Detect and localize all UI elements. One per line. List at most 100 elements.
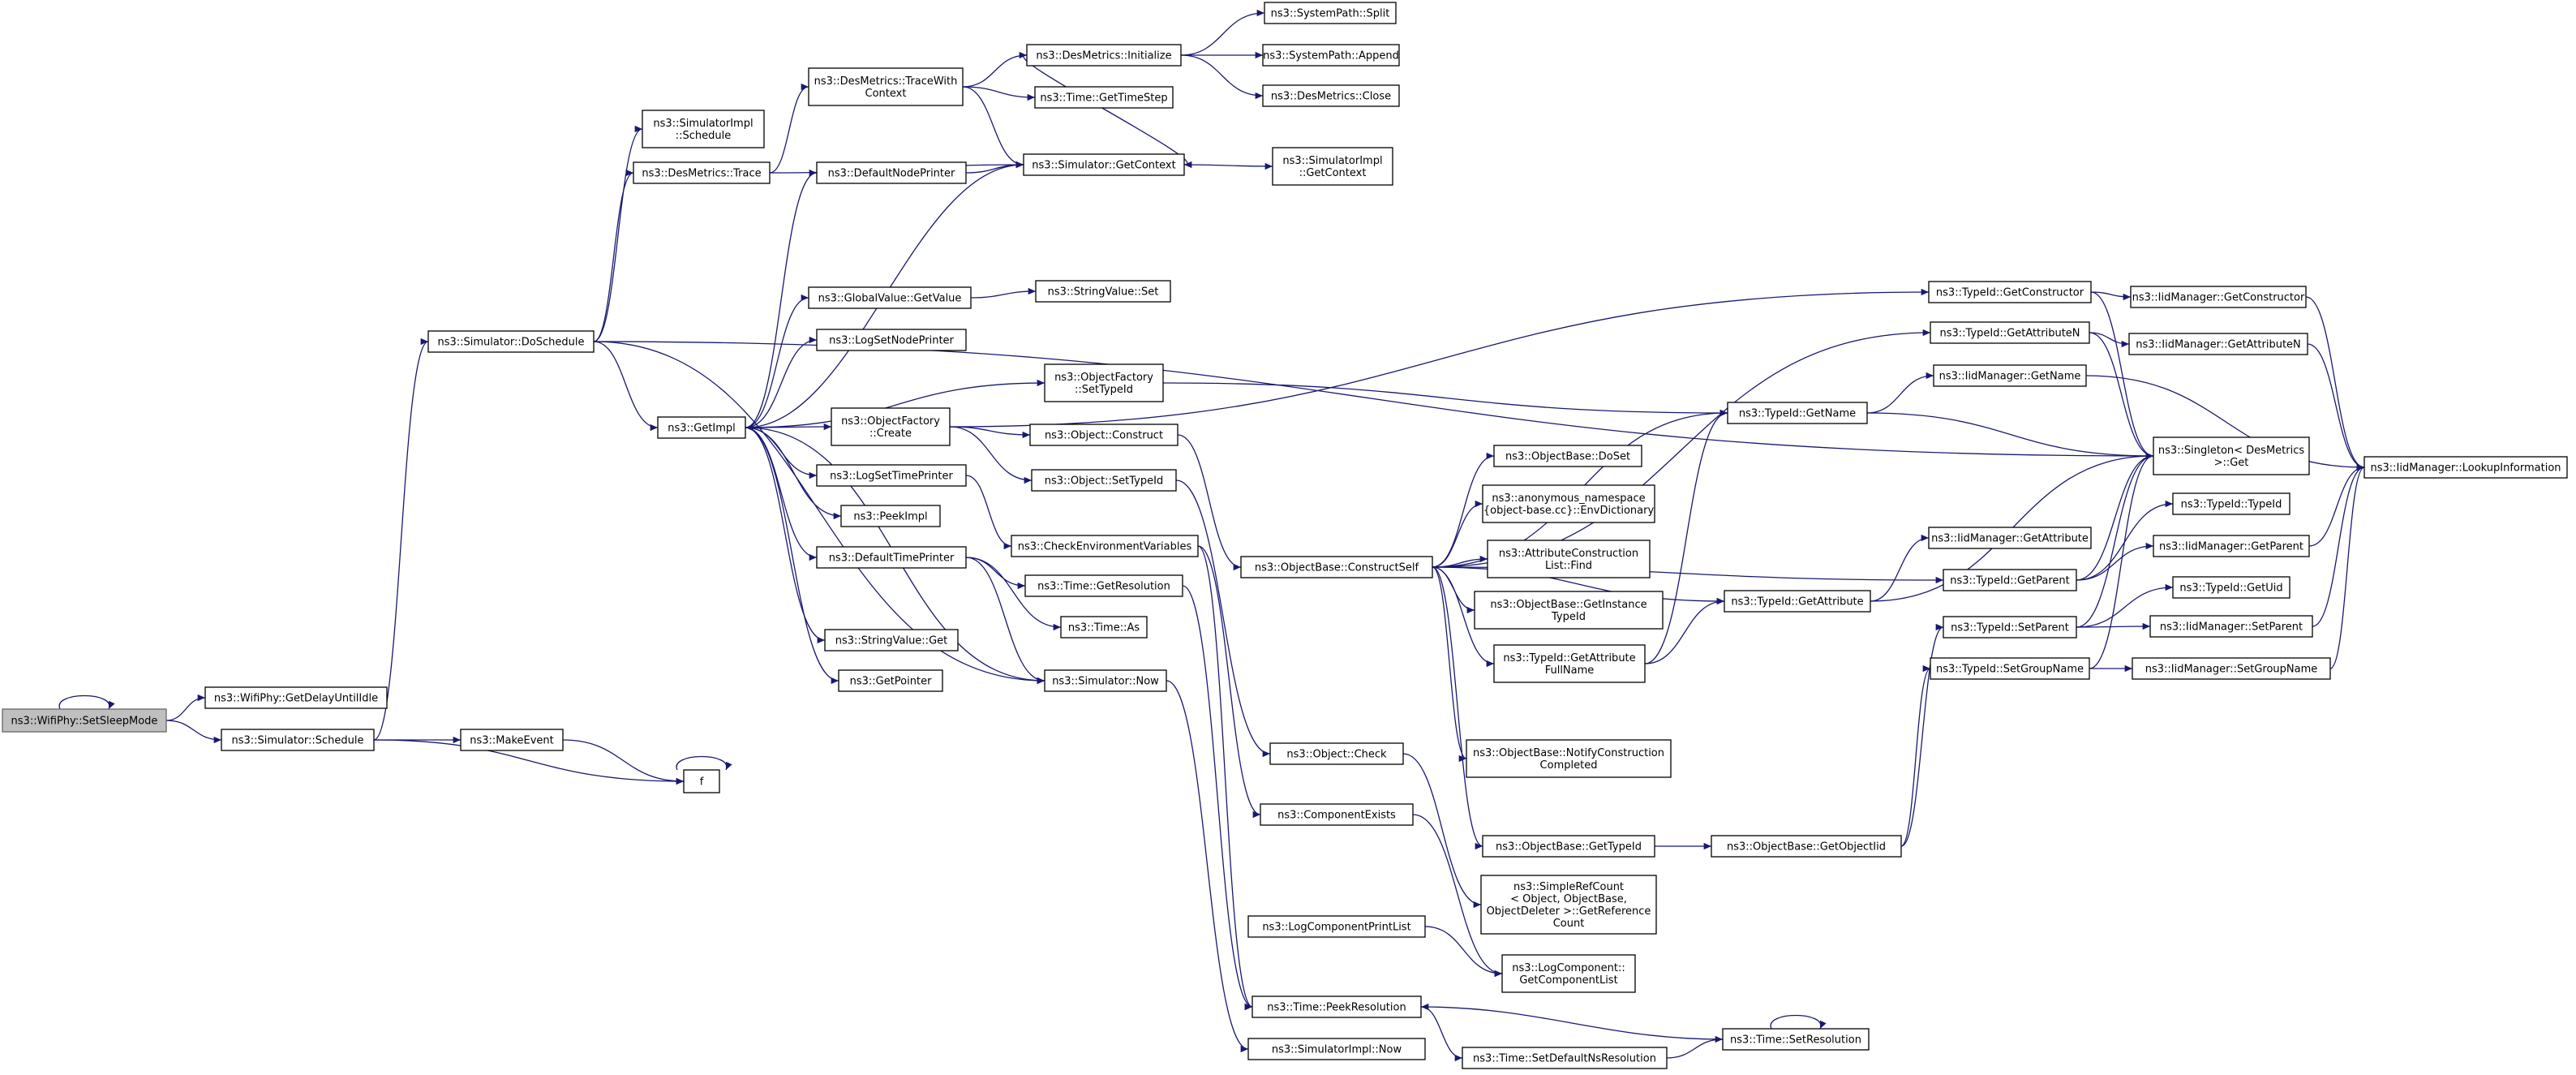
node-logsettime[interactable]: ns3::LogSetTimePrinter <box>816 464 967 487</box>
node-constructself[interactable]: ns3::ObjectBase::ConstructSelf <box>1240 556 1433 578</box>
node-simnow[interactable]: ns3::Simulator::Now <box>1044 669 1167 692</box>
node-box <box>1023 153 1185 176</box>
node-tidgetcons[interactable]: ns3::TypeId::GetConstructor <box>1928 281 2092 303</box>
node-desclose[interactable]: ns3::DesMetrics::Close <box>1262 84 1400 107</box>
node-iidgetparent[interactable]: ns3::IidManager::GetParent <box>2153 535 2310 557</box>
node-getimpl[interactable]: ns3::GetImpl <box>657 416 746 439</box>
node-obgettypeid[interactable]: ns3::ObjectBase::GetTypeId <box>1482 835 1655 858</box>
node-getpointer[interactable]: ns3::GetPointer <box>838 669 943 692</box>
node-desinit[interactable]: ns3::DesMetrics::Initialize <box>1026 44 1182 67</box>
node-label: ns3::Time::SetDefaultNsResolution <box>1473 1053 1656 1065</box>
node-singleton[interactable]: ns3::Singleton< DesMetrics >::Get <box>2153 436 2310 475</box>
node-label: ns3::TypeId::GetName <box>1739 408 1856 420</box>
node-logsetnode[interactable]: ns3::LogSetNodePrinter <box>816 329 967 351</box>
node-label: ns3::SystemPath::Append <box>1263 50 1399 62</box>
node-checkenv[interactable]: ns3::CheckEnvironmentVariables <box>1011 535 1199 557</box>
node-label: ns3::Time::As <box>1068 622 1140 634</box>
node-tidgetname[interactable]: ns3::TypeId::GetName <box>1727 402 1868 424</box>
node-compexists[interactable]: ns3::ComponentExists <box>1260 803 1414 826</box>
node-simimplctx[interactable]: ns3::SimulatorImpl::GetContext <box>1272 147 1393 186</box>
node-getobjectiid[interactable]: ns3::ObjectBase::GetObjectIid <box>1711 835 1902 858</box>
edge-getimpl-to-svget <box>745 427 826 644</box>
node-deftime[interactable]: ns3::DefaultTimePrinter <box>816 546 967 569</box>
node-spappend[interactable]: ns3::SystemPath::Append <box>1262 44 1400 67</box>
node-objsettype[interactable]: ns3::Object::SetTypeId <box>1031 469 1177 492</box>
edge-getobjectiid-to-tidsetparent <box>1900 623 1944 847</box>
node-iidsetparent[interactable]: ns3::IidManager::SetParent <box>2149 615 2313 638</box>
node-doschedule[interactable]: ns3::Simulator::DoSchedule <box>427 330 595 353</box>
node-box <box>1482 835 1655 858</box>
node-lookup[interactable]: ns3::IidManager::LookupInformation <box>2363 456 2568 479</box>
node-logcompget[interactable]: ns3::LogComponent::GetComponentList <box>1501 954 1636 993</box>
node-box <box>2130 286 2307 308</box>
node-ofcreate[interactable]: ns3::ObjectFactory::Create <box>831 407 951 446</box>
node-box <box>816 546 967 569</box>
node-ofsettype[interactable]: ns3::ObjectFactory::SetTypeId <box>1044 363 1164 402</box>
node-objconstruct[interactable]: ns3::Object::Construct <box>1029 424 1179 446</box>
edge-setres-to-setres <box>1770 1014 1827 1030</box>
node-label: ns3::Object::Construct <box>1045 430 1163 442</box>
node-simplerefcount[interactable]: ns3::SimpleRefCount< Object, ObjectBase,… <box>1480 875 1657 935</box>
edge-tidgetname-to-singleton <box>1866 412 2154 460</box>
node-f[interactable]: f <box>683 769 720 793</box>
node-tidsetgroup[interactable]: ns3::TypeId::SetGroupName <box>1930 657 2090 680</box>
node-iidgetcons[interactable]: ns3::IidManager::GetConstructor <box>2130 286 2307 308</box>
node-iidgetname[interactable]: ns3::IidManager::GetName <box>1933 364 2087 387</box>
node-box <box>1260 803 1414 826</box>
node-schedule[interactable]: ns3::Simulator::Schedule <box>221 729 375 751</box>
node-getdelay[interactable]: ns3::WifiPhy::GetDelayUntilIdle <box>204 686 388 709</box>
edge-tidgetparent-to-singleton <box>2076 452 2154 581</box>
node-label: ns3::SimpleRefCount <box>1513 881 1624 893</box>
node-label: ns3::LogComponentPrintList <box>1262 922 1410 934</box>
node-logcompprint[interactable]: ns3::LogComponentPrintList <box>1247 915 1426 938</box>
node-setdefns[interactable]: ns3::Time::SetDefaultNsResolution <box>1462 1047 1668 1069</box>
node-setsleep[interactable]: ns3::WifiPhy::SetSleepMode <box>2 708 167 733</box>
node-simimplsched[interactable]: ns3::SimulatorImpl::Schedule <box>642 110 765 148</box>
node-peekimpl[interactable]: ns3::PeekImpl <box>840 505 941 527</box>
node-box <box>808 67 964 106</box>
node-box <box>1034 86 1174 109</box>
node-tidtypeid[interactable]: ns3::TypeId::TypeId <box>2172 492 2290 515</box>
node-simgetctx[interactable]: ns3::Simulator::GetContext <box>1023 153 1185 176</box>
node-gettimestep[interactable]: ns3::Time::GetTimeStep <box>1034 86 1174 109</box>
node-objcheck[interactable]: ns3::Object::Check <box>1269 742 1404 765</box>
node-makeevent[interactable]: ns3::MakeEvent <box>460 729 564 751</box>
node-iidsetgroup[interactable]: ns3::IidManager::SetGroupName <box>2132 657 2331 680</box>
node-setres[interactable]: ns3::Time::SetResolution <box>1722 1028 1870 1051</box>
node-defnode[interactable]: ns3::DefaultNodePrinter <box>816 161 967 184</box>
node-iidgetattrn[interactable]: ns3::IidManager::GetAttributeN <box>2128 333 2308 355</box>
node-tidgetattrn[interactable]: ns3::TypeId::GetAttributeN <box>1930 321 2090 344</box>
node-label: ns3::Simulator::DoSchedule <box>437 337 584 349</box>
node-tidgetparent[interactable]: ns3::TypeId::GetParent <box>1943 569 2077 591</box>
node-notifycons[interactable]: ns3::ObjectBase::NotifyConstructionCompl… <box>1466 739 1672 778</box>
node-timegetres[interactable]: ns3::Time::GetResolution <box>1024 574 1183 597</box>
node-tidgetattr[interactable]: ns3::TypeId::GetAttribute <box>1724 590 1871 613</box>
node-box <box>1482 484 1655 523</box>
node-envdict[interactable]: ns3::anonymous_namespace{object-base.cc}… <box>1482 484 1655 523</box>
edge-doschedule-to-destrace <box>593 169 634 342</box>
node-label: ns3::anonymous_namespace <box>1492 492 1645 505</box>
node-box <box>1493 644 1646 683</box>
node-doset[interactable]: ns3::ObjectBase::DoSet <box>1493 445 1642 467</box>
node-peekres[interactable]: ns3::Time::PeekResolution <box>1252 995 1422 1018</box>
node-svget[interactable]: ns3::StringValue::Get <box>824 629 959 651</box>
node-label: ns3::ComponentExists <box>1277 810 1396 822</box>
node-timeas[interactable]: ns3::Time::As <box>1060 616 1148 639</box>
node-tidgetuid[interactable]: ns3::TypeId::GetUid <box>2172 576 2290 599</box>
node-label: ns3::LogSetTimePrinter <box>830 471 953 483</box>
node-iidgetattr[interactable]: ns3::IidManager::GetAttribute <box>1928 527 2092 549</box>
node-simimplnow[interactable]: ns3::SimulatorImpl::Now <box>1247 1038 1426 1060</box>
node-destrace[interactable]: ns3::DesMetrics::Trace <box>633 161 771 184</box>
edge-constructself-to-getattrfull <box>1432 566 1495 668</box>
node-label: ns3::CheckEnvironmentVariables <box>1018 541 1192 553</box>
node-spsplit[interactable]: ns3::SystemPath::Split <box>1264 2 1397 24</box>
node-gvgetvalue[interactable]: ns3::GlobalValue::GetValue <box>808 286 972 309</box>
node-svset[interactable]: ns3::StringValue::Set <box>1035 280 1171 303</box>
node-label: ns3::DesMetrics::Initialize <box>1036 50 1171 62</box>
edge-getimpl-to-ofsettype <box>745 379 1045 428</box>
node-tidsetparent[interactable]: ns3::TypeId::SetParent <box>1943 616 2077 639</box>
